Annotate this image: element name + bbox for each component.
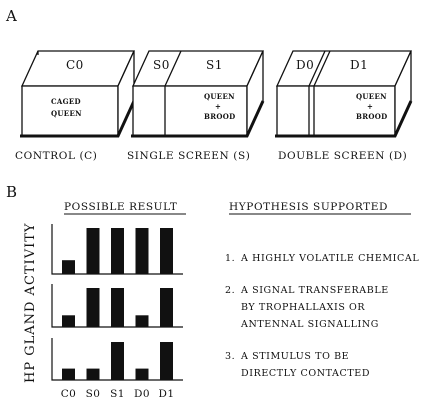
x-tick-d1: D1 bbox=[159, 388, 175, 400]
x-tick-labels: C0 S0 S1 D0 D1 bbox=[61, 388, 175, 400]
hypothesis-header: HYPOTHESIS SUPPORTED bbox=[229, 201, 388, 213]
bar-d1 bbox=[160, 288, 173, 327]
result-chart-2 bbox=[51, 284, 183, 328]
double-screen-caption: DOUBLE SCREEN (D) bbox=[278, 150, 407, 162]
x-tick-s1: S1 bbox=[110, 388, 125, 400]
queen-brood-text-d-2: BROOD bbox=[356, 112, 388, 121]
result-chart-3 bbox=[51, 338, 183, 381]
bar-s1 bbox=[111, 288, 124, 327]
caged-queen-text-2: QUEEN bbox=[51, 109, 82, 118]
d1-label: D1 bbox=[350, 58, 368, 72]
y-axis-label: HP GLAND ACTIVITY bbox=[23, 223, 38, 383]
queen-brood-text-2: BROOD bbox=[204, 112, 236, 121]
bar-d0 bbox=[135, 368, 149, 380]
single-screen-base bbox=[131, 100, 265, 138]
double-screen-base bbox=[275, 100, 413, 138]
queen-brood-text-d: QUEEN bbox=[356, 92, 387, 101]
hypothesis-2-line-1: A SIGNAL TRANSFERABLE bbox=[240, 285, 389, 296]
hypothesis-2-line-3: ANTENNAL SIGNALLING bbox=[240, 319, 379, 330]
c0-label: C0 bbox=[66, 58, 84, 72]
s0-label: S0 bbox=[153, 58, 170, 72]
bar-c0 bbox=[62, 260, 75, 274]
hypothesis-2-line-2: BY TROPHALLAXIS OR bbox=[241, 302, 365, 313]
x-tick-c0: C0 bbox=[61, 388, 77, 400]
queen-brood-plus: + bbox=[215, 102, 221, 111]
bar-c0 bbox=[62, 368, 75, 380]
bar-d0 bbox=[135, 315, 149, 327]
control-caption: CONTROL (C) bbox=[15, 150, 97, 162]
bar-s1 bbox=[111, 342, 124, 380]
bar-s0 bbox=[86, 288, 100, 327]
queen-brood-plus-d: + bbox=[367, 102, 373, 111]
hypothesis-3-line-2: DIRECTLY CONTACTED bbox=[241, 368, 370, 379]
control-cage-base bbox=[20, 100, 136, 138]
hypothesis-1-line-1: A HIGHLY VOLATILE CHEMICAL bbox=[240, 253, 419, 264]
control-cage bbox=[20, 50, 136, 137]
caged-queen-text: CAGED bbox=[51, 97, 81, 106]
bar-c0 bbox=[62, 315, 75, 327]
single-screen-caption: SINGLE SCREEN (S) bbox=[127, 150, 250, 162]
hypothesis-2-number: 2. bbox=[225, 285, 235, 296]
hypothesis-3-number: 3. bbox=[225, 351, 235, 362]
bar-s0 bbox=[86, 368, 100, 380]
d0-label: D0 bbox=[296, 58, 314, 72]
bar-d0 bbox=[135, 228, 149, 274]
panel-a-letter: A bbox=[5, 7, 17, 25]
single-screen-cage bbox=[131, 50, 265, 137]
double-screen-cage bbox=[275, 50, 413, 137]
bar-s0 bbox=[86, 228, 100, 274]
x-tick-s0: S0 bbox=[86, 388, 101, 400]
x-tick-d0: D0 bbox=[134, 388, 150, 400]
result-chart-1 bbox=[51, 224, 183, 275]
bar-d1 bbox=[160, 342, 173, 380]
bar-d1 bbox=[160, 228, 173, 274]
bar-s1 bbox=[111, 228, 124, 274]
hypothesis-1-number: 1. bbox=[225, 253, 235, 264]
panel-b-letter: B bbox=[6, 183, 17, 201]
queen-brood-text: QUEEN bbox=[204, 92, 235, 101]
s1-label: S1 bbox=[206, 58, 223, 72]
hypothesis-3-line-1: A STIMULUS TO BE bbox=[240, 351, 349, 362]
possible-result-header: POSSIBLE RESULT bbox=[64, 201, 177, 213]
